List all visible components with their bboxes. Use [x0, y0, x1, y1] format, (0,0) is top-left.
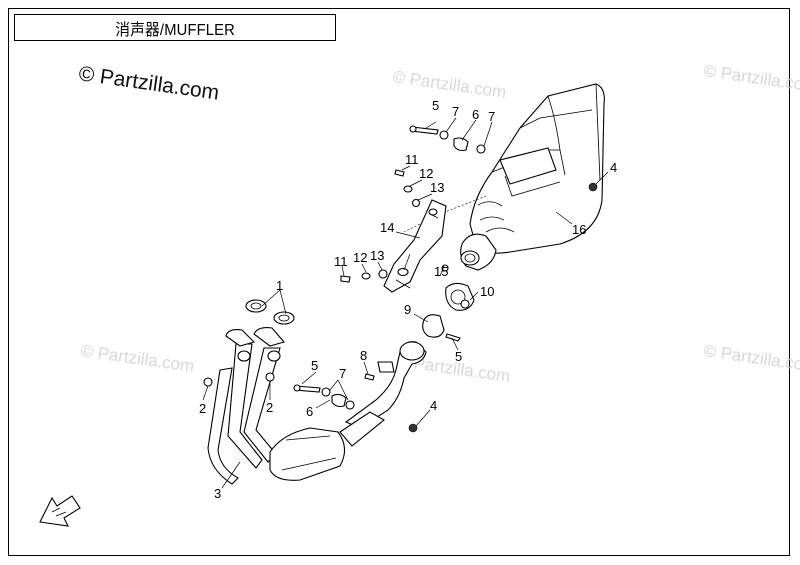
callout-12: 12	[419, 166, 433, 181]
callout-13: 13	[370, 248, 384, 263]
leader-lines	[202, 117, 609, 489]
callout-3: 3	[214, 486, 221, 501]
callout-12: 12	[353, 250, 367, 265]
header-pipes	[203, 327, 385, 485]
exhaust-gaskets	[245, 299, 295, 325]
callout-7: 7	[452, 104, 459, 119]
callout-5: 5	[455, 349, 462, 364]
callout-11: 11	[405, 152, 419, 167]
callout-4: 4	[610, 160, 617, 175]
callout-1: 1	[276, 278, 283, 293]
hardware-top	[340, 125, 598, 283]
callout-2: 2	[266, 400, 273, 415]
watermark: © Partzilla.com	[702, 61, 800, 96]
clamp-and-gasket	[422, 282, 475, 342]
callout-7: 7	[339, 366, 346, 381]
title-box: 消声器/MUFFLER	[14, 14, 336, 41]
watermark: © Partzilla.com	[702, 341, 800, 376]
callout-6: 6	[306, 404, 313, 419]
page-title: 消声器/MUFFLER	[115, 21, 235, 39]
callout-9: 9	[404, 302, 411, 317]
diagram-frame	[8, 8, 790, 556]
callout-2: 2	[199, 401, 206, 416]
callout-16: 16	[572, 222, 586, 237]
callout-7: 7	[488, 109, 495, 124]
callout-13: 13	[430, 180, 444, 195]
callout-14: 14	[380, 220, 394, 235]
watermark: © Partzilla.com	[391, 67, 507, 102]
callout-15: 15	[434, 264, 448, 279]
copyright-text: © Partzilla.com	[77, 62, 220, 104]
callout-numbers: 1 2 2 3 4 4 5 5 5 6 6 7 7 7 8 9 10 11 11…	[199, 98, 617, 501]
callout-5: 5	[432, 98, 439, 113]
muffler-silencer	[403, 83, 605, 271]
callout-8: 8	[360, 348, 367, 363]
callout-4: 4	[430, 398, 437, 413]
hardware-middle	[293, 373, 375, 410]
link-pipe	[344, 341, 427, 433]
callout-11: 11	[334, 254, 348, 269]
front-direction-arrow-icon	[39, 495, 81, 527]
muffler-bracket	[383, 199, 447, 293]
watermark: © Partzilla.com	[79, 341, 195, 376]
callout-6: 6	[472, 107, 479, 122]
callout-10: 10	[480, 284, 494, 299]
callout-5: 5	[311, 358, 318, 373]
